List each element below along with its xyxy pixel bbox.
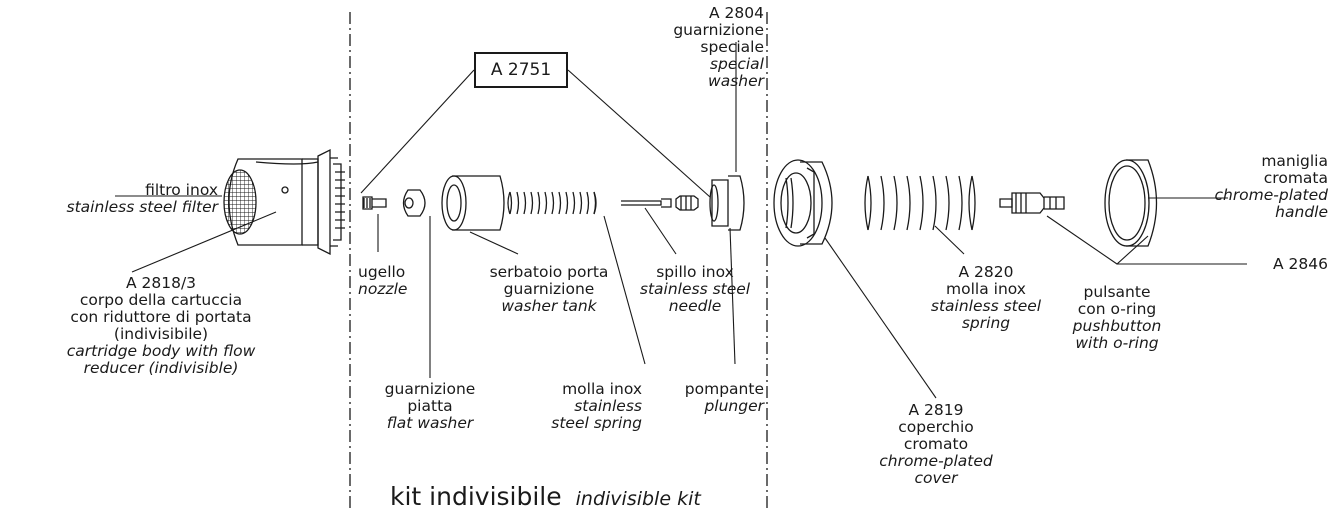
pushbutton-label-it2: con o-ring	[1077, 300, 1157, 318]
needle-label-en2: needle	[668, 297, 722, 315]
handle-label-en2: handle	[1275, 203, 1328, 221]
pushbutton-label-en2: with o-ring	[1075, 334, 1159, 352]
washer-tank-label-it1: serbatoio porta	[489, 263, 609, 281]
handle-label-it1: maniglia	[1261, 152, 1328, 170]
cartridge-label-en2: reducer (indivisible)	[83, 359, 239, 377]
chrome-handle-part	[1104, 159, 1158, 247]
small-spring-part	[507, 191, 597, 215]
handle-label: maniglia cromata chrome-plated handle	[1180, 153, 1328, 221]
small-spring-label: molla inox stainless steel spring	[520, 381, 642, 432]
large-spring-label-en2: spring	[961, 314, 1011, 332]
special-washer-label-en2: washer	[708, 72, 764, 90]
needle-label: spillo inox stainless steel needle	[626, 264, 764, 315]
kit-code-box: A 2751	[474, 52, 568, 88]
group-code-label: A 2846	[1240, 256, 1328, 273]
small-spring-label-it: molla inox	[562, 380, 642, 398]
plunger-part	[675, 195, 699, 211]
needle-part	[621, 198, 672, 208]
indivisible-kit-caption: kit indivisibile indivisible kit	[390, 482, 701, 511]
nozzle-label-en: nozzle	[358, 280, 408, 298]
handle-label-it2: cromata	[1263, 169, 1328, 187]
special-washer-label-it1: guarnizione	[673, 21, 764, 39]
special-washer-label-en1: special	[709, 55, 764, 73]
cartridge-label-l2: con riduttore di portata	[70, 308, 252, 326]
cover-label-it1: coperchio	[898, 418, 974, 436]
cover-code: A 2819	[908, 401, 964, 419]
cartridge-label-l3: (indivisibile)	[113, 325, 209, 343]
nozzle-part	[362, 196, 387, 210]
small-spring-label-en1: stainless	[574, 397, 642, 415]
chrome-cover-part	[773, 159, 833, 247]
special-washer-part	[709, 175, 745, 231]
nozzle-label: ugello nozzle	[358, 264, 407, 298]
special-washer-label-it2: speciale	[700, 38, 764, 56]
washer-tank-label-en: washer tank	[501, 297, 597, 315]
cover-label-it2: cromato	[903, 435, 969, 453]
kit-caption-en: indivisible kit	[575, 488, 701, 510]
pushbutton-label: pulsante con o-ring pushbutton with o-ri…	[1052, 284, 1182, 352]
kit-caption-it: kit indivisibile	[390, 482, 562, 511]
cartridge-body-part	[223, 148, 345, 256]
filter-label: filtro inox stainless steel filter	[0, 182, 218, 216]
cartridge-label-l1: corpo della cartuccia	[79, 291, 243, 309]
special-washer-label: A 2804 guarnizione speciale special wash…	[650, 5, 764, 90]
plunger-label: pompante plunger	[650, 381, 764, 415]
handle-label-en1: chrome-plated	[1214, 186, 1328, 204]
needle-label-en1: stainless steel	[639, 280, 751, 298]
cartridge-code: A 2818/3	[125, 274, 197, 292]
flat-washer-part	[402, 189, 426, 217]
washer-tank-part	[441, 175, 505, 231]
filter-label-en: stainless steel filter	[66, 198, 218, 216]
large-spring-code: A 2820	[958, 263, 1014, 281]
flat-washer-label-en: flat washer	[386, 414, 474, 432]
flat-washer-label-it2: piatta	[407, 397, 453, 415]
large-spring-label-en1: stainless steel	[930, 297, 1042, 315]
pushbutton-label-it1: pulsante	[1083, 283, 1151, 301]
cover-label-en2: cover	[914, 469, 958, 487]
large-spring-part	[864, 175, 976, 231]
washer-tank-label-it2: guarnizione	[503, 280, 595, 298]
flat-washer-label-it1: guarnizione	[384, 380, 476, 398]
flat-washer-label: guarnizione piatta flat washer	[368, 381, 492, 432]
small-spring-label-en2: steel spring	[551, 414, 642, 432]
filter-label-it: filtro inox	[145, 181, 218, 199]
large-spring-label: A 2820 molla inox stainless steel spring	[916, 264, 1056, 332]
cartridge-label-en1: cartridge body with flow	[66, 342, 256, 360]
cover-label-en1: chrome-plated	[879, 452, 993, 470]
leader-lines	[115, 42, 1247, 399]
washer-tank-label: serbatoio porta guarnizione washer tank	[482, 264, 616, 315]
special-washer-code: A 2804	[709, 4, 764, 22]
large-spring-label-it: molla inox	[946, 280, 1026, 298]
pushbutton-label-en1: pushbutton	[1072, 317, 1162, 335]
plunger-label-it: pompante	[684, 380, 764, 398]
cover-label: A 2819 coperchio cromato chrome-plated c…	[870, 402, 1002, 487]
needle-label-it: spillo inox	[656, 263, 734, 281]
group-code: A 2846	[1273, 255, 1328, 273]
nozzle-label-it: ugello	[358, 263, 406, 281]
cartridge-label: A 2818/3 corpo della cartuccia con ridut…	[40, 275, 282, 377]
plunger-label-en: plunger	[704, 397, 764, 415]
pushbutton-part	[999, 192, 1065, 214]
